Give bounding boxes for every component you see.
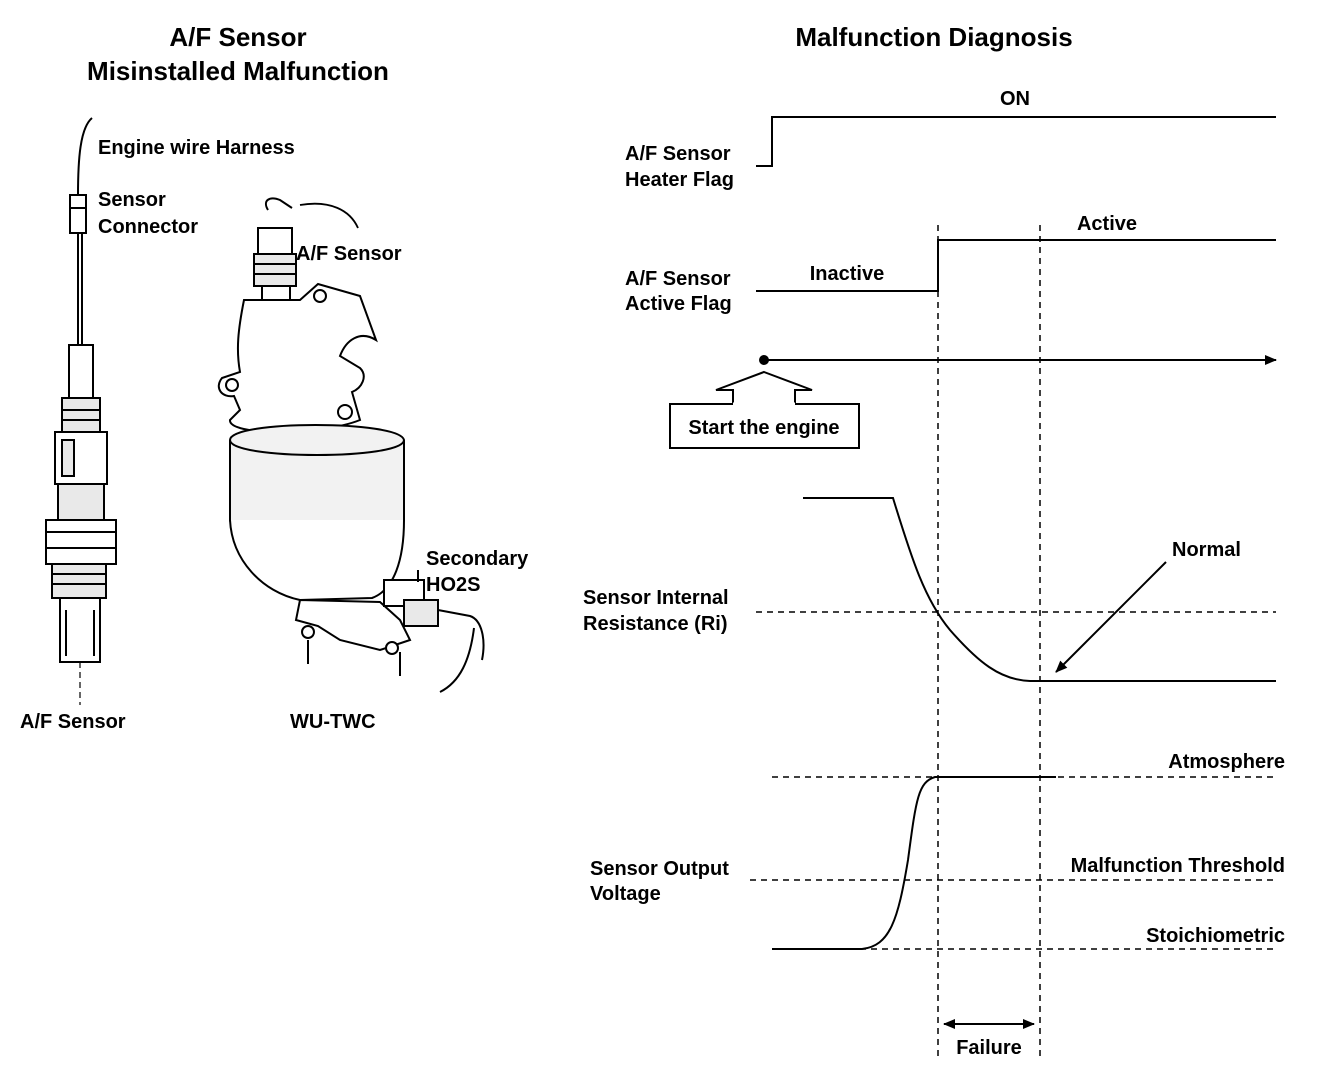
normal-pointer-arrow <box>1055 561 1167 673</box>
voltage-label-line2: Voltage <box>590 883 661 905</box>
connector-label-line2: Connector <box>98 216 198 238</box>
active-label: Active <box>1077 213 1137 235</box>
threshold-label: Malfunction Threshold <box>1071 855 1285 877</box>
wu-twc-label: WU-TWC <box>290 711 376 733</box>
engine-harness-label: Engine wire Harness <box>98 137 295 159</box>
heater-flag-trace <box>756 116 1276 167</box>
voltage-label-line1: Sensor Output <box>590 858 729 880</box>
left-title-line2: Misinstalled Malfunction <box>87 56 389 86</box>
start-engine-label: Start the engine <box>688 417 839 439</box>
connector-label-line1: Sensor <box>98 189 166 211</box>
heater-flag-label-line2: Heater Flag <box>625 169 734 191</box>
left-title-line1: A/F Sensor <box>169 22 306 52</box>
start-engine-box <box>669 403 860 449</box>
active-flag-label-line1: A/F Sensor <box>625 268 731 290</box>
failure-label: Failure <box>956 1037 1022 1059</box>
secondary-label-line1: Secondary <box>426 548 529 570</box>
voltage-curve <box>772 776 1056 950</box>
right-title: Malfunction Diagnosis <box>795 22 1072 52</box>
stoichiometric-label: Stoichiometric <box>1146 925 1285 947</box>
left-panel: A/F Sensor Misinstalled Malfunction <box>20 22 529 733</box>
normal-label: Normal <box>1172 539 1241 561</box>
atmosphere-label: Atmosphere <box>1168 751 1285 773</box>
inactive-label: Inactive <box>810 263 884 285</box>
wu-twc-illustration <box>217 197 485 693</box>
resistance-curve <box>803 497 1276 682</box>
resistance-label-line1: Sensor Internal <box>583 587 729 609</box>
start-callout-pointer <box>715 370 813 405</box>
sensor-connector <box>69 194 87 234</box>
heater-flag-label-line1: A/F Sensor <box>625 143 731 165</box>
active-flag-trace <box>756 239 1276 292</box>
right-panel: Malfunction Diagnosis ON A/F Sensor Heat… <box>583 22 1285 1059</box>
resistance-label-line2: Resistance (Ri) <box>583 613 728 635</box>
upper-af-sensor-body <box>257 227 293 255</box>
engine-harness-wire <box>77 117 93 196</box>
twc-af-sensor-label: A/F Sensor <box>296 243 402 265</box>
secondary-label-line2: HO2S <box>426 574 480 596</box>
heater-on-label: ON <box>1000 88 1030 110</box>
converter-shell <box>229 424 405 536</box>
af-sensor-illustration <box>45 117 117 705</box>
active-flag-label-line2: Active Flag <box>625 293 732 315</box>
af-sensor-bottom-label: A/F Sensor <box>20 711 126 733</box>
